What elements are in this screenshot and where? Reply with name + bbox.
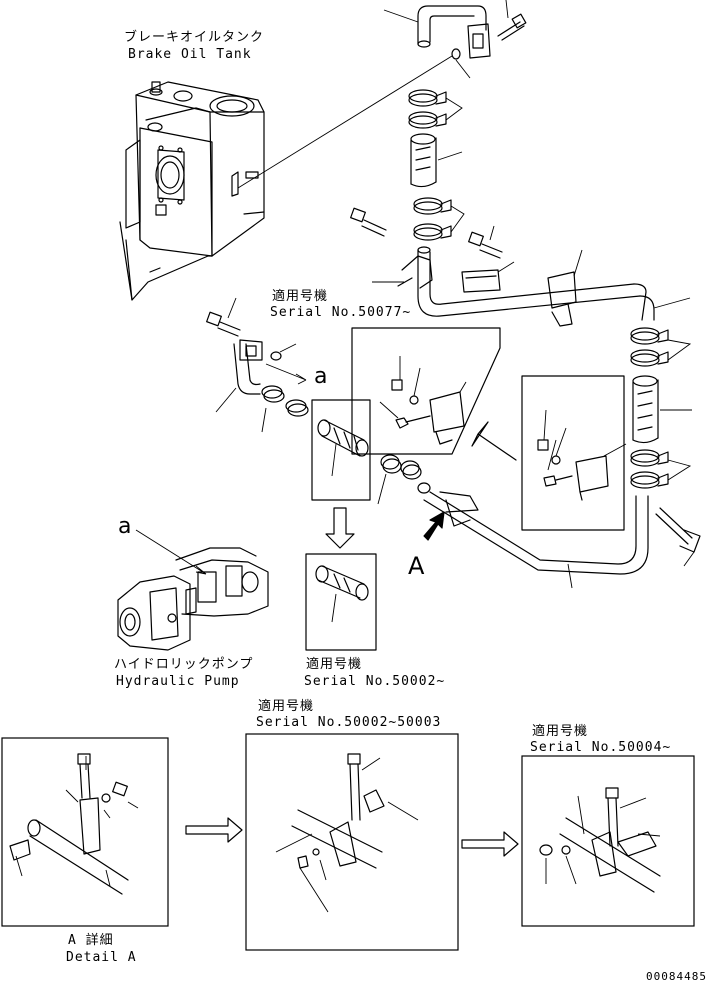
hydraulic-pump <box>117 547 269 651</box>
arrow-to-a <box>265 363 307 385</box>
right-clamp-1 <box>630 327 669 345</box>
detail-box-3 <box>521 755 695 927</box>
leader-left-bolt <box>227 297 237 319</box>
leader-clamps-lower <box>450 205 465 233</box>
lower-hose-box <box>305 553 377 651</box>
arrow-detail-2-3 <box>461 831 519 857</box>
callout-box-1 <box>351 327 501 455</box>
upper-pipe <box>417 246 655 321</box>
brake-oil-tank-label-jp: ブレーキオイルタンク <box>124 30 265 45</box>
hydraulic-pump-label-jp: ハイドロリックポンプ <box>114 657 254 672</box>
leader-left-clamps <box>261 407 267 433</box>
right-clip <box>655 507 701 553</box>
arrow-box2-to-box1 <box>471 421 517 461</box>
callout-2-parts <box>537 439 609 501</box>
upper-clamp-1 <box>408 89 447 107</box>
leader-right-clamps-lower <box>667 459 692 481</box>
brake-oil-tank-label-en: Brake Oil Tank <box>128 47 252 62</box>
serial-mid-label-jp: 適用号機 <box>306 657 363 672</box>
serial-mid-label-en: Serial No.50002~ <box>304 674 446 689</box>
right-hose <box>632 375 659 444</box>
leader-bolt-b <box>489 225 495 241</box>
detail-2-leaders <box>275 757 419 913</box>
brake-oil-tank <box>119 81 265 301</box>
top-bolt <box>497 13 527 41</box>
leader-lower-pipe <box>567 563 573 589</box>
serial-b2-label-jp: 適用号機 <box>258 699 315 714</box>
right-clamp-4 <box>630 471 669 489</box>
callout-1-leaders <box>379 356 467 419</box>
left-bolt <box>206 311 241 337</box>
serial-b2-label-en: Serial No.50002~50003 <box>256 715 442 730</box>
leader-left-elbow <box>215 387 237 413</box>
center-hose <box>317 419 369 457</box>
marker-a-left: a <box>118 514 132 539</box>
serial-top-label-en: Serial No.50077~ <box>270 305 412 320</box>
leader-right-clamps <box>667 339 692 361</box>
leader-pump-a <box>135 529 207 575</box>
open-arrow-down <box>325 507 355 549</box>
leader-2 <box>505 0 509 19</box>
drawing-number: 00084485 <box>646 970 707 983</box>
lower-hose <box>315 565 369 601</box>
pipe-bracket-upper <box>397 255 577 327</box>
detail-3-parts <box>539 787 661 893</box>
marker-a-small: a <box>314 364 328 389</box>
detail-a-label-jp: A 詳細 <box>68 933 114 948</box>
serial-b3-label-jp: 適用号機 <box>532 724 589 739</box>
leader-lower-hose <box>331 593 337 623</box>
detail-1-leaders <box>15 756 139 887</box>
callout-1-parts <box>391 379 465 445</box>
center-hose-box <box>311 399 371 501</box>
bolt-b <box>468 231 503 259</box>
center-clamps <box>380 454 422 480</box>
leader-right-clip <box>683 551 695 567</box>
leader-hose-upper <box>437 151 463 161</box>
right-clamp-3 <box>630 449 669 467</box>
lower-pipe <box>417 482 649 575</box>
leader-bracket-c <box>573 249 583 277</box>
left-elbow <box>233 339 282 395</box>
leader-oring <box>279 343 297 353</box>
detail-box-2 <box>245 733 459 951</box>
leader-center-hose <box>331 443 337 477</box>
detail-box-1 <box>1 737 169 927</box>
bolt-a <box>350 207 387 237</box>
hydraulic-pump-label-en: Hydraulic Pump <box>116 674 240 689</box>
leader-3 <box>455 59 471 79</box>
right-clamp-2 <box>630 349 669 367</box>
leader-upper-pipe-end <box>653 297 691 309</box>
serial-b3-label-en: Serial No.50004~ <box>530 740 672 755</box>
tank-leader-line <box>237 55 453 189</box>
upper-clamp-2 <box>408 111 447 129</box>
callout-2-leaders <box>543 409 627 471</box>
leader-1 <box>383 9 419 23</box>
detail-1-parts <box>9 753 129 895</box>
arrow-detail-1-2 <box>185 817 243 843</box>
serial-top-label-jp: 適用号機 <box>272 289 329 304</box>
detail-3-leaders <box>545 795 661 885</box>
arrow-A <box>423 511 445 541</box>
upper-clamp-4 <box>413 223 452 241</box>
upper-clamp-3 <box>413 197 452 215</box>
top-elbow-pipe <box>417 5 491 60</box>
marker-A-big: A <box>408 552 425 580</box>
upper-hose <box>410 133 437 188</box>
leader-clamps-upper <box>445 97 463 121</box>
leader-center-clamps <box>377 473 387 505</box>
detail-a-label-en: Detail A <box>66 950 137 965</box>
detail-2-parts <box>291 753 385 869</box>
left-clamps <box>261 385 309 417</box>
leader-bracket-b <box>497 261 515 273</box>
callout-box-2 <box>521 375 625 531</box>
